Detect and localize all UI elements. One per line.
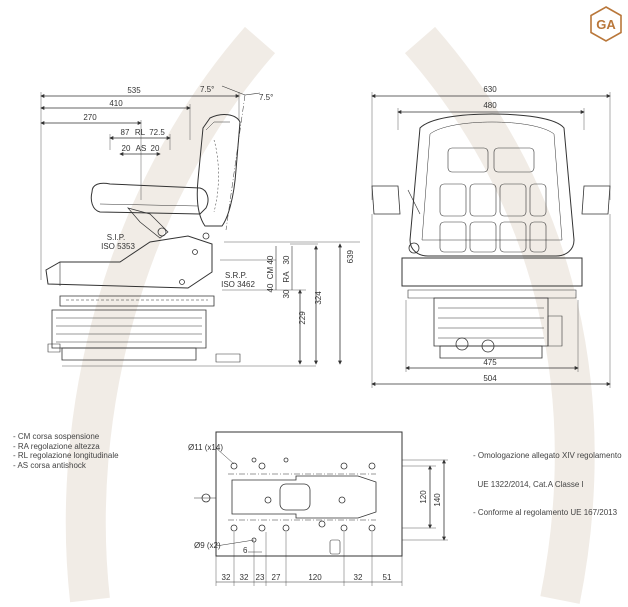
dim-as: AS bbox=[136, 144, 147, 153]
dim-20-left: 20 bbox=[122, 144, 131, 153]
logo-text: GA bbox=[596, 17, 616, 32]
dim-plate-120: 120 bbox=[419, 490, 428, 504]
side-view bbox=[40, 85, 360, 367]
angle-left: 7.5° bbox=[200, 85, 214, 94]
sip-iso: ISO 5353 bbox=[101, 242, 135, 251]
legend-item: UE 1322/2014, Cat.A Classe I bbox=[473, 479, 584, 489]
dim-b32-a: 32 bbox=[222, 573, 231, 582]
dim-ra-30-bottom: 30 bbox=[282, 289, 291, 298]
dim-cm-40-bottom: 40 bbox=[266, 283, 275, 292]
brand-logo: GA bbox=[590, 6, 622, 42]
dim-b32-c: 32 bbox=[354, 573, 363, 582]
front-view bbox=[371, 92, 611, 388]
legend-item: - CM corsa sospensione bbox=[13, 432, 100, 441]
legend-item: - AS corsa antishock bbox=[13, 460, 86, 470]
dim-72-5: 72.5 bbox=[149, 128, 165, 137]
side-view-labels: 535 410 270 87 RL 72.5 20 AS 20 7.5° 7.5… bbox=[83, 85, 355, 325]
dim-20-right: 20 bbox=[151, 144, 160, 153]
legend-item: - RA regolazione altezza bbox=[13, 441, 100, 451]
dim-6: 6 bbox=[243, 546, 248, 555]
dim-229: 229 bbox=[298, 311, 307, 325]
legend-item: - Omologazione allegato XIV regolamento bbox=[473, 451, 622, 460]
dim-b120: 120 bbox=[308, 573, 322, 582]
dim-b27: 27 bbox=[272, 573, 281, 582]
dim-ra-30-top: 30 bbox=[282, 255, 291, 264]
watermark bbox=[65, 26, 595, 604]
dim-630: 630 bbox=[483, 85, 497, 94]
sip-label: S.I.P. bbox=[107, 233, 126, 242]
dim-rl: RL bbox=[135, 128, 146, 137]
dim-ra: RA bbox=[282, 271, 291, 283]
dim-b32-b: 32 bbox=[240, 573, 249, 582]
dim-cm-40-top: 40 bbox=[266, 255, 275, 264]
dim-b51: 51 bbox=[383, 573, 392, 582]
front-view-labels: 630 480 475 504 bbox=[483, 85, 497, 383]
hole-label-14: Ø11 (x14) bbox=[188, 443, 223, 452]
base-plate-labels: Ø11 (x14) Ø9 (x2) 6 120 140 32 32 23 27 … bbox=[188, 443, 442, 582]
dim-475: 475 bbox=[483, 358, 497, 367]
dim-535: 535 bbox=[127, 86, 141, 95]
legend-homologation: - Omologazione allegato XIV regolamento … bbox=[473, 432, 622, 527]
legend-abbreviations: - CM corsa sospensione - RA regolazione … bbox=[13, 432, 119, 470]
dim-504: 504 bbox=[483, 374, 497, 383]
srp-label: S.R.P. bbox=[225, 271, 247, 280]
dim-324: 324 bbox=[314, 291, 323, 305]
dim-270: 270 bbox=[83, 113, 97, 122]
legend-item: - Conforme al regolamento UE 167/2013 bbox=[473, 508, 618, 517]
base-plate bbox=[194, 431, 448, 586]
hole-label-2: Ø9 (x2) bbox=[194, 541, 221, 550]
dim-480: 480 bbox=[483, 101, 497, 110]
angle-right: 7.5° bbox=[259, 93, 273, 102]
legend-item: - RL regolazione longitudinale bbox=[13, 451, 119, 460]
dim-cm: CM bbox=[266, 266, 275, 279]
dim-639: 639 bbox=[346, 249, 355, 263]
dim-87: 87 bbox=[121, 128, 130, 137]
srp-iso: ISO 3462 bbox=[221, 280, 255, 289]
dim-410: 410 bbox=[109, 99, 123, 108]
dim-b23: 23 bbox=[256, 573, 265, 582]
dim-plate-140: 140 bbox=[433, 493, 442, 507]
